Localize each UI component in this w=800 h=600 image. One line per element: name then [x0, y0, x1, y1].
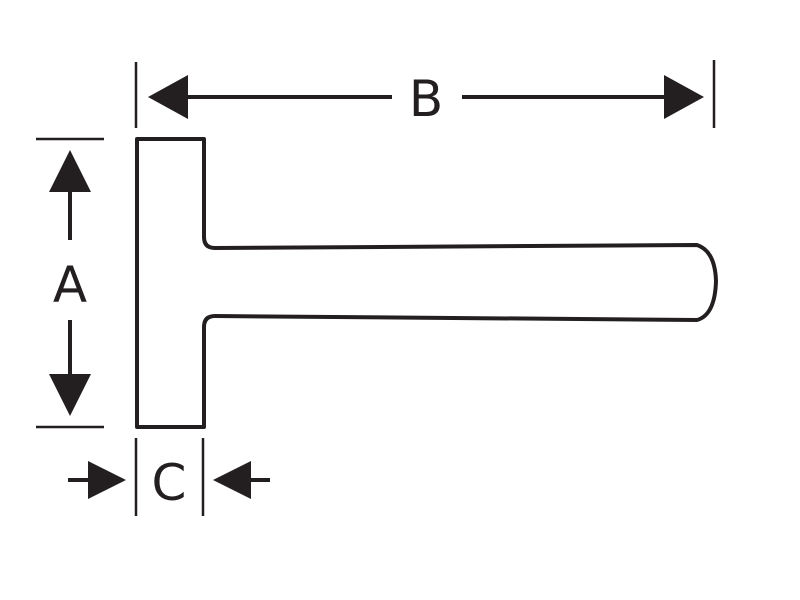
dimension-c: C: [68, 438, 270, 516]
dimension-c-arrowhead-left: [213, 461, 251, 499]
dimension-a-label: A: [53, 256, 87, 314]
dimension-c-arrowhead-right: [88, 461, 126, 499]
dimension-a: A: [36, 137, 104, 429]
dimension-a-arrowhead-down: [49, 374, 91, 416]
dimension-b-arrowhead-left: [148, 75, 188, 119]
dimension-b-label: B: [409, 70, 443, 128]
dimension-b: B: [134, 60, 716, 128]
dimension-c-label: C: [152, 454, 187, 512]
t-handle-outline: [135, 137, 718, 429]
dimension-a-arrowhead-up: [49, 150, 91, 192]
dimension-b-arrowhead-right: [664, 75, 704, 119]
